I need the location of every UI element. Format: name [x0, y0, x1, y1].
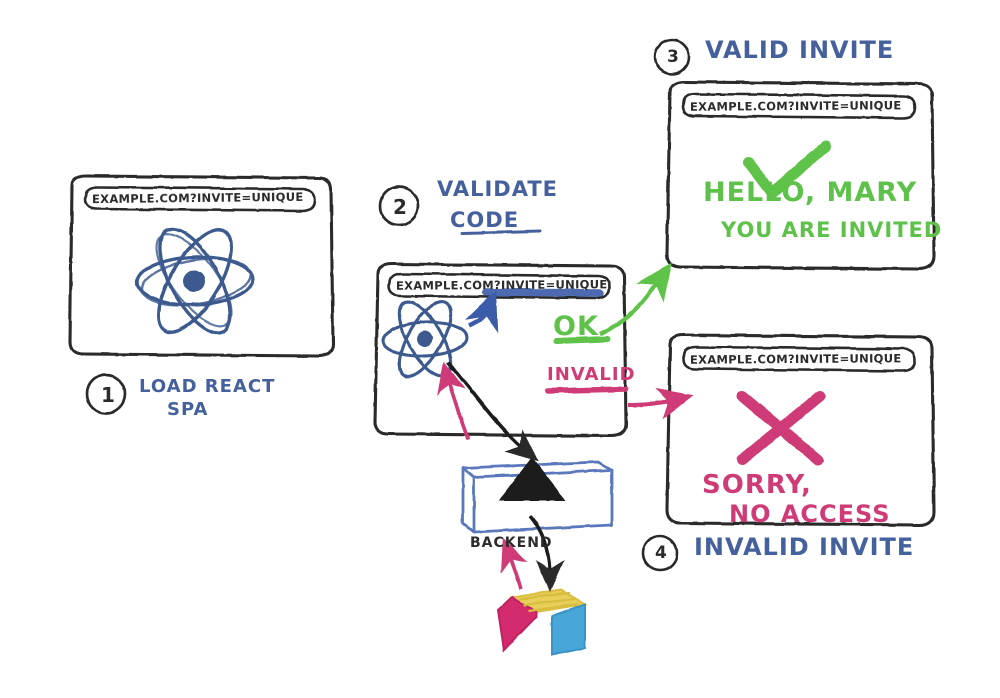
url-bar-text-2: EXAMPLE.COM?INVITE=UNIQUE	[395, 277, 608, 293]
step-label-4: INVALID INVITE	[694, 533, 915, 561]
airtable-stack-icon	[496, 588, 588, 657]
db-query-arrow	[528, 514, 565, 593]
ok-underline	[553, 336, 611, 344]
step-label-1-line1: LOAD REACT	[139, 376, 276, 397]
ok-flow-arrow	[599, 262, 672, 336]
backend-label: BACKEND	[470, 535, 553, 551]
ok-branch-label: OK	[553, 311, 599, 342]
invalid-message-line1: SORRY,	[702, 470, 812, 500]
react-atom-nucleus-2	[417, 331, 433, 347]
step-badge-4	[641, 534, 679, 572]
backend-box	[461, 460, 614, 534]
step-number-3: 3	[667, 47, 680, 67]
step-label-2-line2: CODE	[450, 208, 520, 232]
url-bar-text-3: EXAMPLE.COM?INVITE=UNIQUE	[689, 98, 902, 114]
url-bar-text-1: EXAMPLE.COM?INVITE=UNIQUE	[91, 189, 304, 207]
highlight-pointer-arrow	[465, 289, 499, 333]
react-atom-nucleus-1	[183, 270, 205, 292]
check-mark-icon	[743, 140, 832, 199]
code-underline	[460, 229, 542, 235]
invalid-underline	[545, 386, 629, 394]
invalid-message-line2: NO ACCESS	[729, 500, 891, 528]
step-badge-3	[653, 38, 691, 76]
db-response-arrow	[501, 537, 528, 590]
valid-message-line1: HELLO, MARY	[703, 177, 918, 208]
url-highlight-2	[482, 288, 604, 297]
step-number-1: 1	[101, 383, 116, 407]
step-label-3: VALID INVITE	[705, 36, 895, 64]
step-label-2-line1: VALIDATE	[437, 177, 558, 201]
cross-mark-icon	[736, 390, 826, 466]
browser-window-4	[665, 333, 936, 527]
response-arrow	[437, 360, 470, 441]
step-label-1-line2: SPA	[167, 399, 209, 420]
invalid-flow-arrow	[627, 388, 694, 420]
browser-window-1	[68, 174, 335, 358]
vercel-triangle-icon	[498, 457, 566, 501]
step-number-4: 4	[655, 543, 668, 563]
react-atom-icon-1	[135, 227, 255, 335]
valid-message-line2: YOU ARE INVITED	[721, 218, 943, 242]
browser-window-3	[665, 80, 936, 271]
url-bar-text-4: EXAMPLE.COM?INVITE=UNIQUE	[689, 351, 902, 367]
invalid-branch-label: INVALID	[547, 364, 636, 385]
step-badge-1	[85, 373, 127, 415]
step-number-2: 2	[393, 195, 408, 219]
step-badge-2	[378, 185, 420, 227]
